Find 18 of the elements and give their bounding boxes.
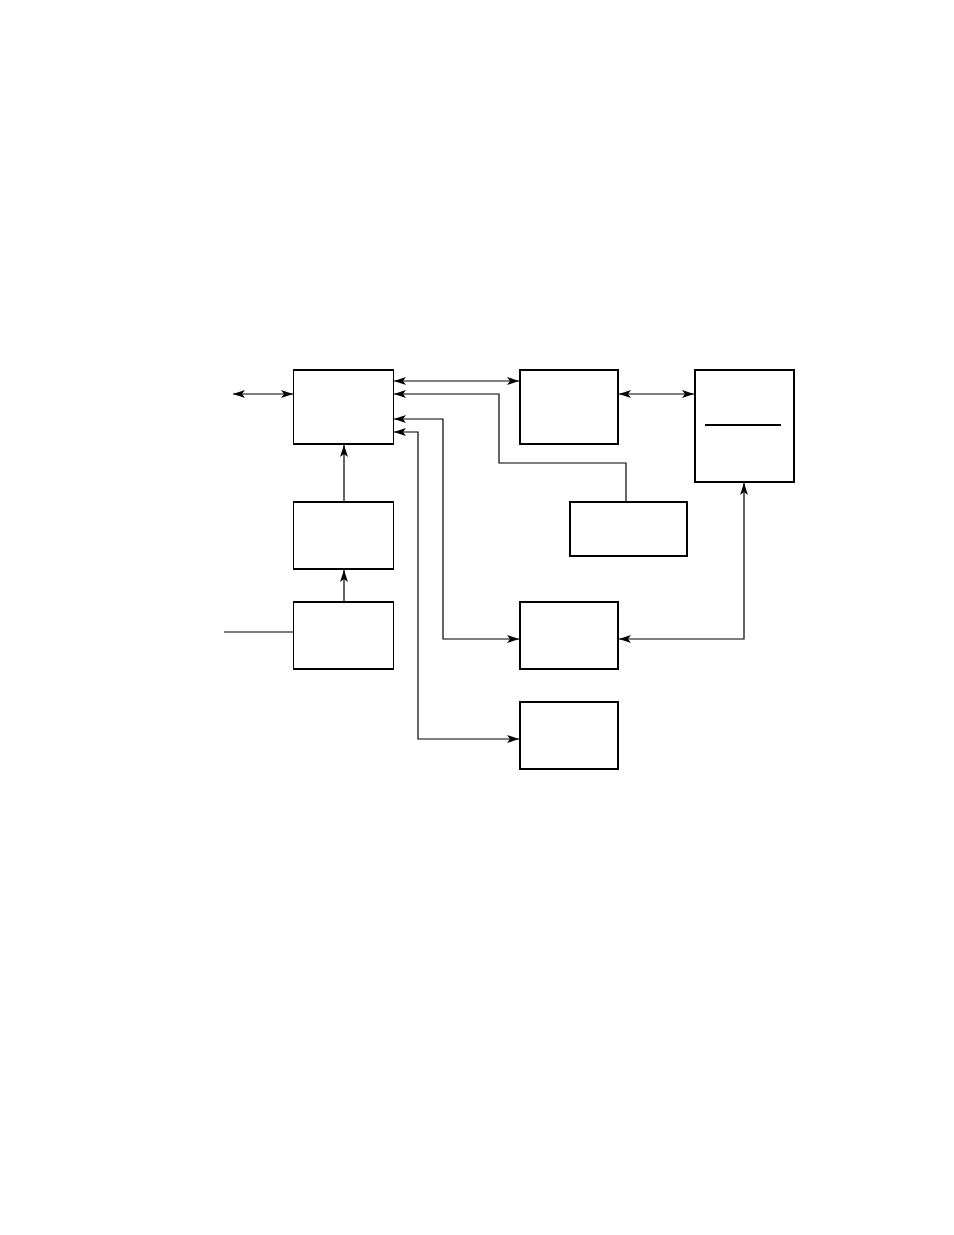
arrow — [340, 444, 348, 502]
block-box — [519, 701, 619, 770]
double-arrow — [393, 377, 520, 385]
double-arrow — [393, 415, 520, 643]
block-box — [293, 501, 394, 570]
block-box — [293, 369, 394, 445]
connector-line — [223, 631, 294, 633]
block-box — [694, 369, 795, 483]
arrow — [340, 569, 348, 602]
block-box — [293, 601, 394, 670]
double-arrow — [232, 390, 294, 398]
block-box — [519, 601, 619, 670]
double-arrow — [618, 390, 695, 398]
double-arrow — [393, 428, 520, 743]
double-arrow — [618, 482, 748, 643]
arrow — [393, 390, 627, 502]
block-box — [519, 369, 619, 445]
block-box — [569, 501, 688, 557]
